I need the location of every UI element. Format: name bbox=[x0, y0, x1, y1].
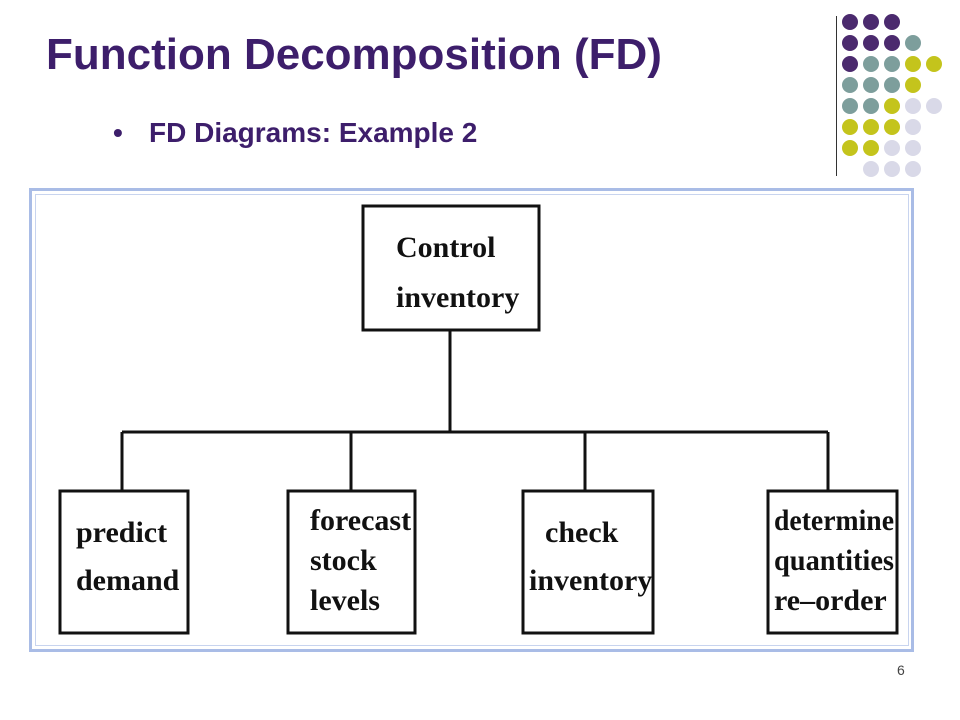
node-label-line: predict bbox=[76, 516, 167, 549]
node-label-line: inventory bbox=[529, 564, 652, 597]
node-label-line: levels bbox=[310, 584, 380, 617]
node-label-line: inventory bbox=[396, 281, 519, 314]
slide-title: Function Decomposition (FD) bbox=[46, 30, 662, 79]
bullet-item: • FD Diagrams: Example 2 bbox=[113, 117, 477, 149]
node-label-line: determine bbox=[774, 504, 894, 537]
node-determine-quantities-reorder: determine quantities re–order bbox=[766, 489, 899, 635]
node-label-line: Control bbox=[396, 231, 495, 264]
page-number: 6 bbox=[897, 662, 905, 678]
node-forecast-stock-levels: forecast stock levels bbox=[286, 489, 417, 635]
diagram-frame-inner bbox=[35, 194, 909, 646]
node-label-line: quantities bbox=[774, 544, 894, 577]
diagram-frame bbox=[29, 188, 914, 652]
bullet-icon: • bbox=[113, 117, 123, 148]
node-label-line: stock bbox=[310, 544, 377, 577]
bullet-text: FD Diagrams: Example 2 bbox=[149, 117, 478, 148]
header-divider bbox=[836, 16, 837, 176]
node-label-line: re–order bbox=[774, 584, 887, 617]
connector-lines bbox=[120, 330, 830, 491]
node-label-line: check bbox=[545, 516, 619, 549]
node-predict-demand: predict demand bbox=[58, 489, 190, 635]
node-label-line: demand bbox=[76, 564, 180, 597]
node-control-inventory: Control inventory bbox=[361, 204, 541, 332]
node-check-inventory: check inventory bbox=[521, 489, 655, 635]
node-label-line: forecast bbox=[310, 504, 411, 537]
